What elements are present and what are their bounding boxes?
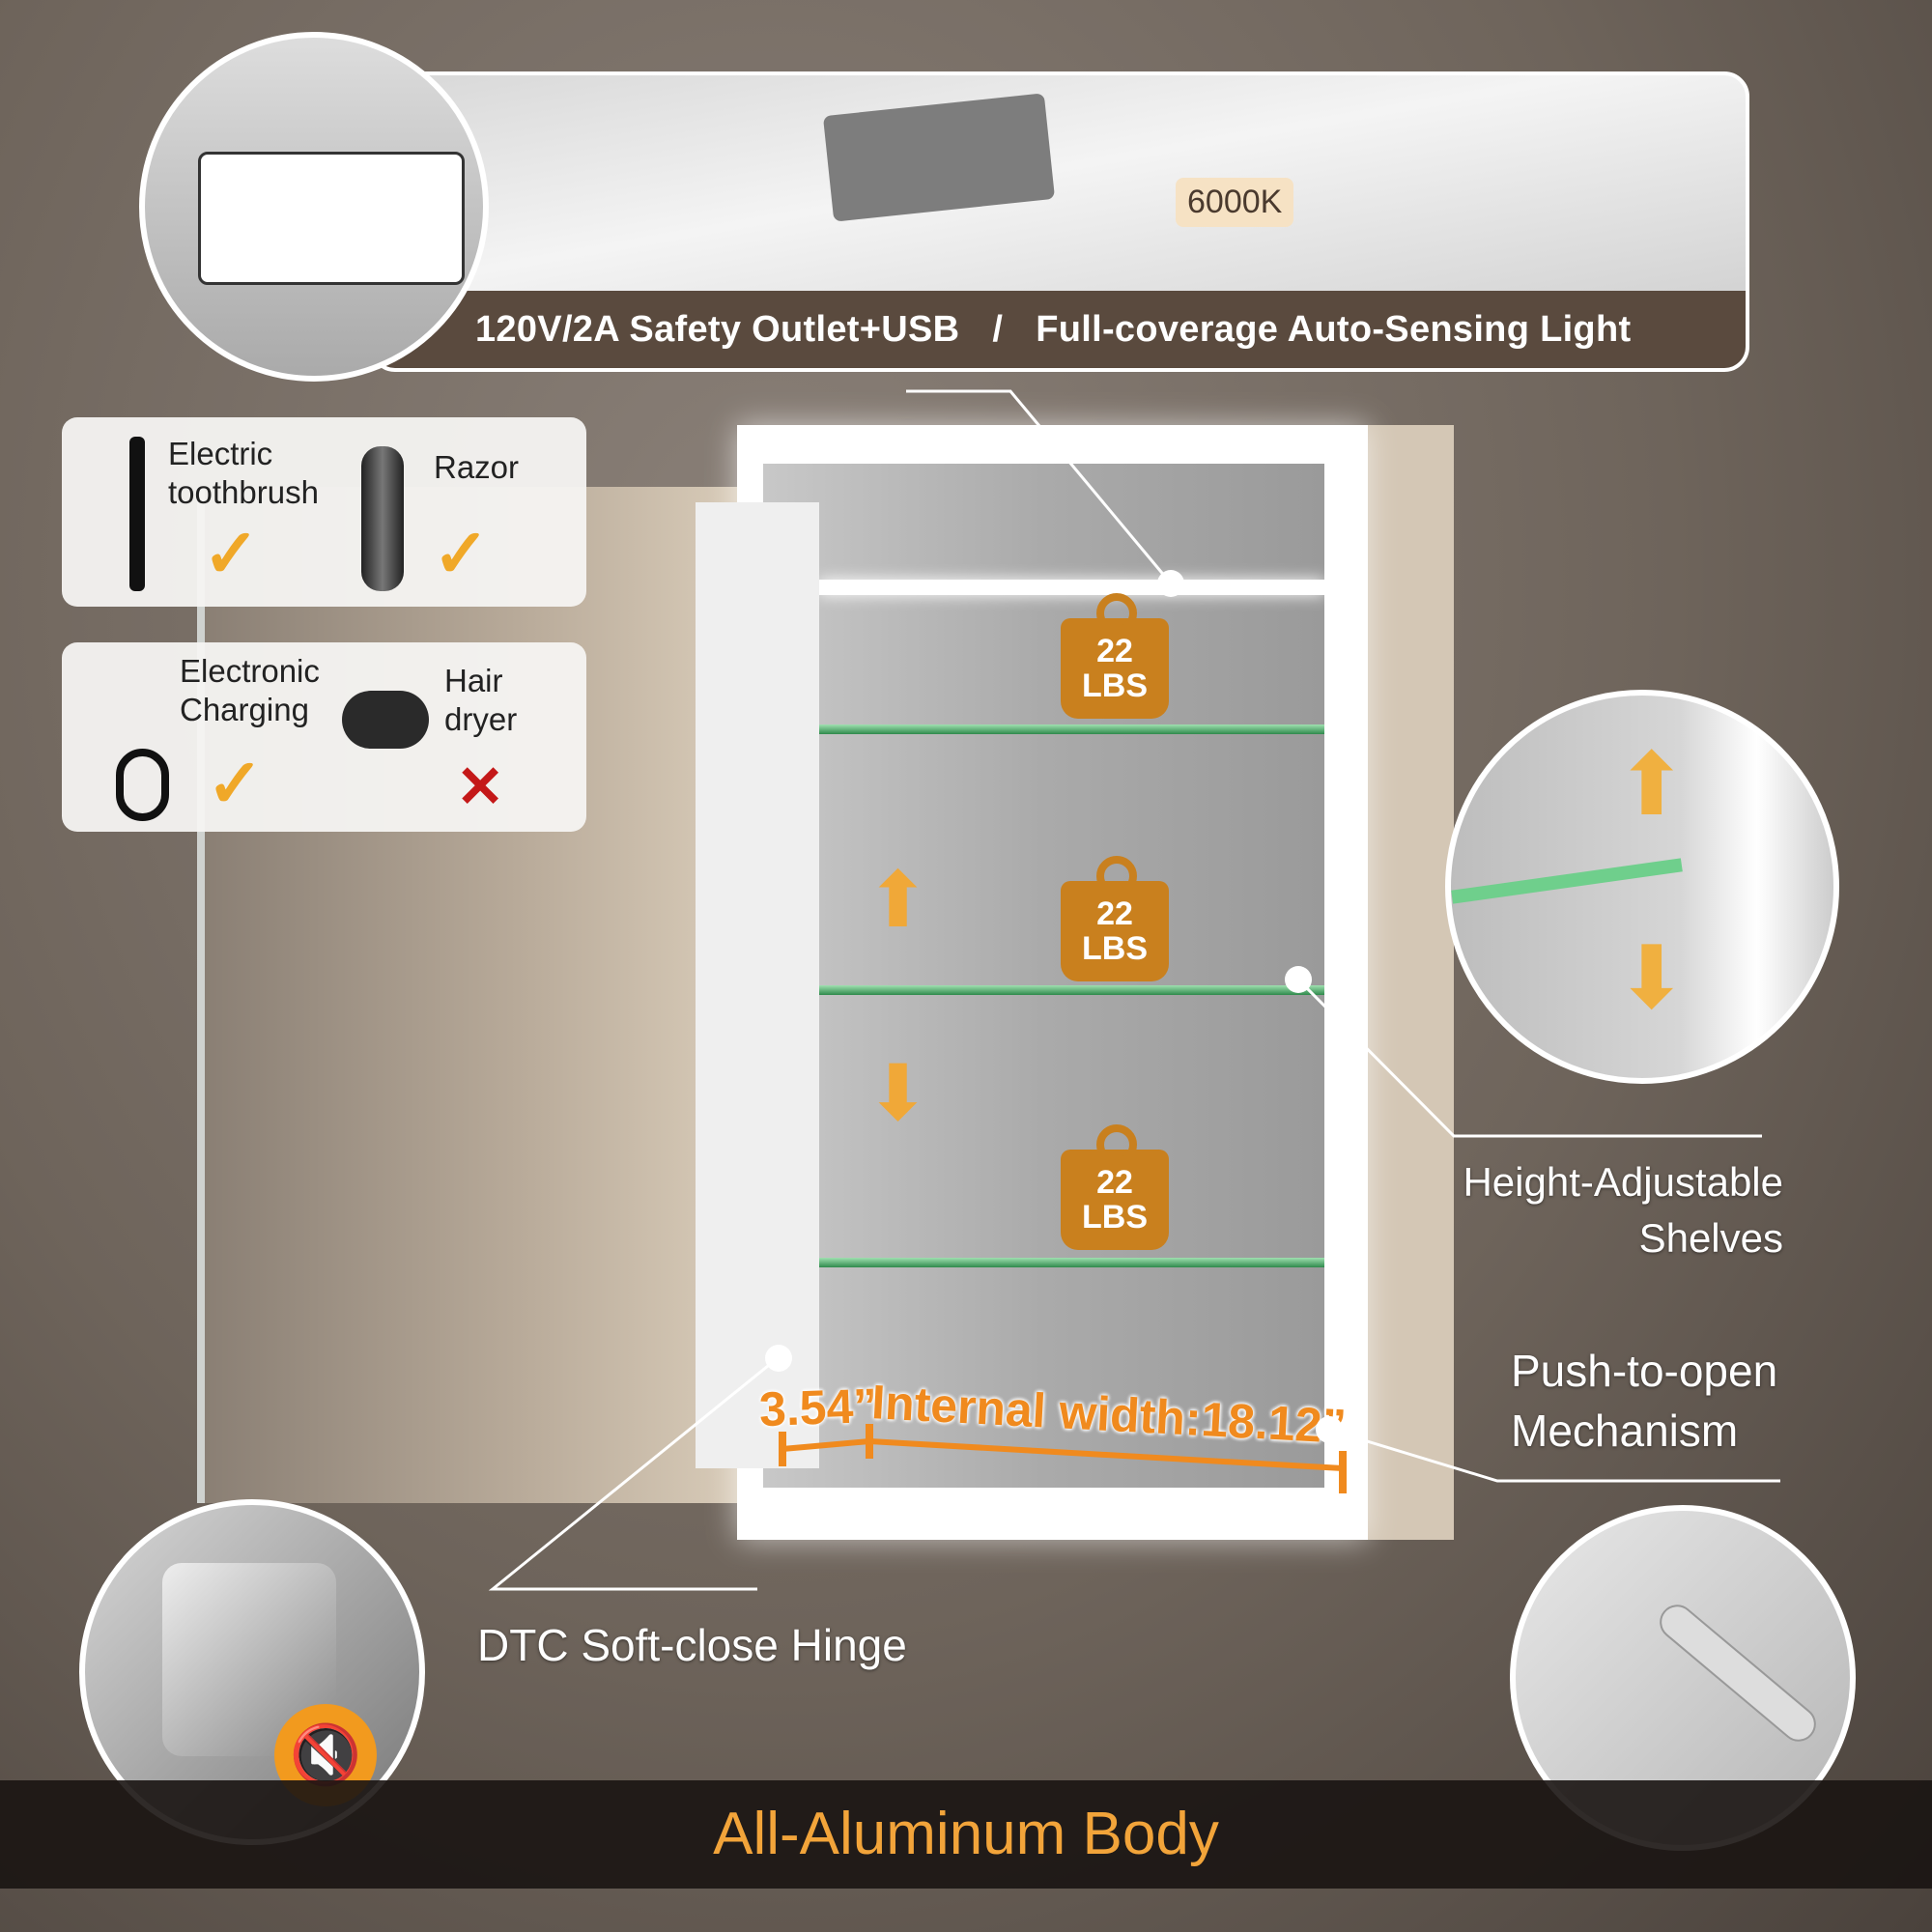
compat-label: Electric toothbrush	[168, 436, 319, 510]
cross-icon: ✕	[456, 754, 505, 819]
callout-dot	[1316, 1416, 1343, 1443]
footer-title: All-Aluminum Body	[0, 1780, 1932, 1889]
callout-text: Push-to-open	[1511, 1346, 1778, 1396]
glass-shelf	[819, 724, 1324, 734]
weight-unit: LBS	[1082, 668, 1148, 704]
compat-card: Electronic Charging ✓ Hair dryer ✕	[62, 642, 586, 832]
callout-text: Shelves	[1638, 1215, 1783, 1261]
callout-dot	[765, 1345, 792, 1372]
push-latch	[1652, 1597, 1824, 1749]
arrow-down-icon: ⬇	[1615, 930, 1689, 1027]
outlet-faceplate	[198, 152, 465, 285]
outlet-caption: 120V/2A Safety Outlet+USB	[475, 308, 960, 350]
top-banner: 6000K 120V/2A Safety Outlet+USB / Full-c…	[370, 71, 1749, 372]
weight-unit: LBS	[1082, 1199, 1148, 1236]
weight-value: 22	[1096, 633, 1133, 669]
check-icon: ✓	[207, 746, 264, 821]
charging-cable-image	[116, 749, 169, 821]
hinge-callout: DTC Soft-close Hinge	[477, 1620, 907, 1670]
compat-label: Razor	[434, 449, 520, 485]
shelf-adjust-closeup-circle: ⬆ ⬇	[1445, 690, 1839, 1084]
caption-separator: /	[992, 308, 1004, 350]
callout-line	[1296, 978, 1762, 1138]
callout-line	[906, 389, 1173, 584]
weight-unit: LBS	[1082, 930, 1148, 967]
hair-dryer-image	[342, 691, 429, 749]
check-icon: ✓	[433, 516, 490, 591]
outlet-closeup-circle	[139, 32, 489, 382]
arrow-up-icon: ⬆	[1615, 737, 1689, 834]
depth-line	[781, 1438, 870, 1452]
compat-label: Hair dryer	[444, 663, 518, 737]
compat-card: Electric toothbrush ✓ Razor ✓	[62, 417, 586, 607]
mute-icon: 🔇	[274, 1704, 377, 1806]
glass-shelf	[819, 985, 1324, 995]
shelves-callout: Height-Adjustable Shelves	[1352, 1154, 1783, 1266]
cabinet-light-strip	[819, 580, 1324, 595]
glass-shelf	[1451, 858, 1683, 904]
callout-line	[488, 1355, 780, 1591]
weight-value: 22	[1096, 895, 1133, 932]
arrow-up-icon: ⬆	[866, 857, 931, 943]
cabinet-side	[1368, 425, 1454, 1540]
light-caption: Full-coverage Auto-Sensing Light	[1036, 308, 1632, 350]
color-temp-badge: 6000K	[1176, 178, 1294, 227]
cabinet-interior	[763, 464, 1324, 1488]
check-icon: ✓	[203, 516, 260, 591]
outlet-photo	[822, 93, 1056, 222]
width-line	[868, 1438, 1344, 1471]
banner-caption: 120V/2A Safety Outlet+USB / Full-coverag…	[374, 291, 1746, 368]
callout-dot	[1285, 966, 1312, 993]
callout-text: Height-Adjustable	[1463, 1159, 1783, 1205]
push-callout: Push-to-open Mechanism	[1511, 1341, 1777, 1461]
dimension-lines	[779, 1424, 1347, 1493]
razor-image	[361, 446, 404, 591]
callout-dot	[1157, 570, 1184, 597]
weight-value: 22	[1096, 1164, 1133, 1201]
callout-line	[1328, 1428, 1780, 1483]
inner-door	[696, 502, 819, 1468]
callout-text: Mechanism	[1511, 1406, 1739, 1456]
arrow-down-icon: ⬇	[866, 1050, 931, 1136]
glass-shelf	[819, 1258, 1324, 1267]
toothbrush-image	[129, 437, 145, 591]
compat-label: Electronic Charging	[180, 653, 320, 727]
